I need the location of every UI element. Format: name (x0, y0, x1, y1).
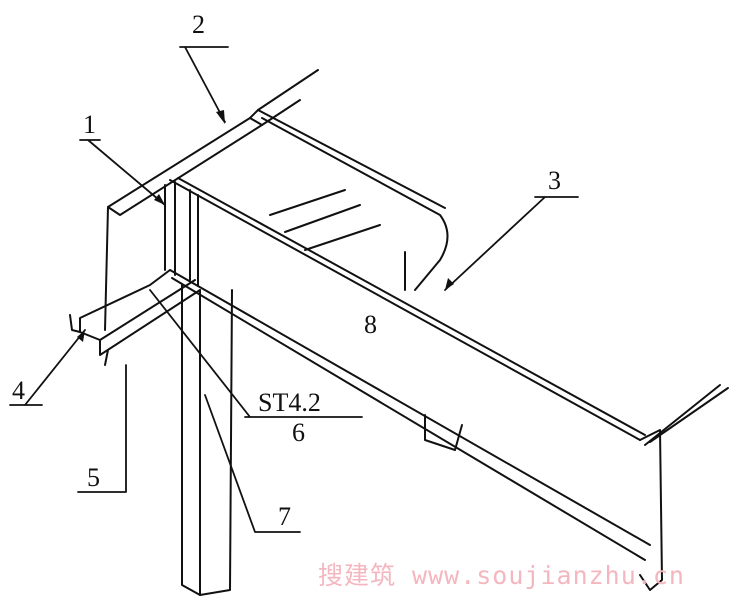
label-2: 2 (192, 10, 205, 39)
leaders (9, 46, 579, 533)
web-stiffener-1 (164, 181, 199, 286)
label-5: 5 (87, 463, 100, 492)
column-7 (181, 284, 233, 596)
label-4: 4 (12, 376, 25, 405)
purlin-channel-4 (69, 269, 201, 366)
label-7: 7 (278, 502, 291, 531)
watermark: 搜建筑 www.soujianzhu.cn (318, 561, 685, 590)
label-6: 6 (292, 418, 305, 447)
label-3: 3 (548, 166, 561, 195)
label-screw-st4-2: ST4.2 (258, 388, 321, 417)
label-8: 8 (364, 310, 377, 339)
rafter-member-8 (169, 109, 729, 591)
label-1: 1 (83, 110, 96, 139)
arrowheads[interactable] (77, 110, 454, 342)
